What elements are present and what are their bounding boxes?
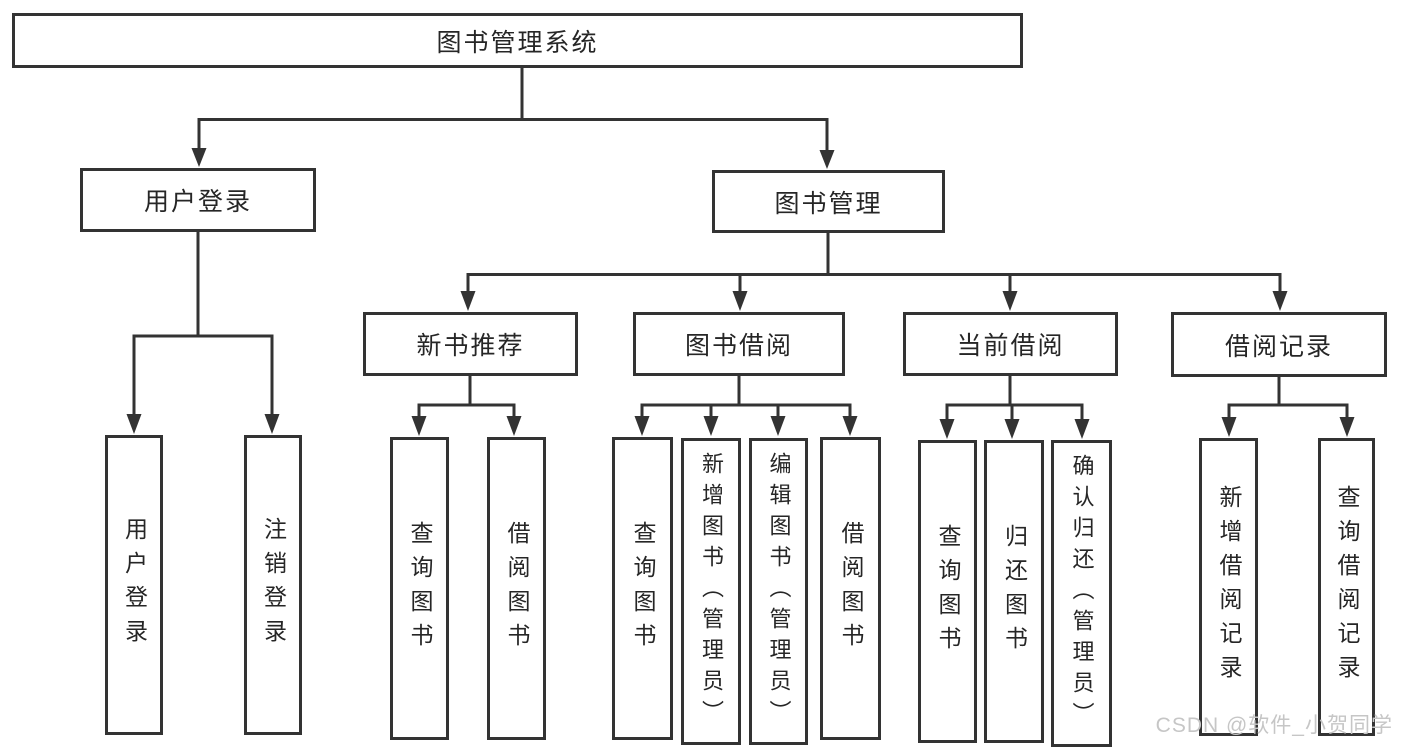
node-library-system: 图书管理系统 <box>12 13 1023 68</box>
leaf-label: 注销登录 <box>260 517 287 653</box>
leaf-label: 编辑图书（管理员） <box>766 452 792 731</box>
leaf-label: 新增借阅记录 <box>1216 485 1242 689</box>
leaf-label: 查询图书 <box>630 520 656 657</box>
leaf-label: 用户登录 <box>121 517 148 653</box>
leaf-label: 查询图书 <box>935 523 961 660</box>
node-new-book-recommend: 新书推荐 <box>363 312 578 376</box>
leaf-return-books: 归还图书 <box>984 440 1044 743</box>
leaf-user-login: 用户登录 <box>105 435 163 735</box>
leaf-label: 新增图书（管理员） <box>699 452 724 731</box>
leaf-label: 查询借阅记录 <box>1334 485 1360 689</box>
leaf-edit-books-admin: 编辑图书（管理员） <box>749 438 808 745</box>
leaf-query-books: 查询图书 <box>612 437 673 740</box>
leaf-borrow-books: 借阅图书 <box>487 437 546 740</box>
leaf-confirm-return-admin: 确认归还（管理员） <box>1051 440 1112 747</box>
leaf-query-borrow-record: 查询借阅记录 <box>1318 438 1375 736</box>
node-user-login: 用户登录 <box>80 168 316 232</box>
leaf-label: 借阅图书 <box>838 520 864 657</box>
leaf-borrow-books: 借阅图书 <box>820 437 881 740</box>
leaf-label: 借阅图书 <box>504 520 530 657</box>
leaf-logout: 注销登录 <box>244 435 302 735</box>
node-borrow-records: 借阅记录 <box>1171 312 1387 377</box>
leaf-add-books-admin: 新增图书（管理员） <box>681 438 741 745</box>
leaf-label: 查询图书 <box>407 520 433 657</box>
node-book-borrow: 图书借阅 <box>633 312 845 376</box>
csdn-watermark: CSDN @软件_小贺同学 <box>1155 714 1393 737</box>
node-book-management: 图书管理 <box>712 170 945 233</box>
leaf-label: 归还图书 <box>1001 523 1028 660</box>
leaf-add-borrow-record: 新增借阅记录 <box>1199 438 1258 736</box>
node-current-borrow: 当前借阅 <box>903 312 1118 376</box>
leaf-label: 确认归还（管理员） <box>1069 454 1095 733</box>
leaf-query-books: 查询图书 <box>918 440 977 743</box>
leaf-query-books: 查询图书 <box>390 437 449 740</box>
